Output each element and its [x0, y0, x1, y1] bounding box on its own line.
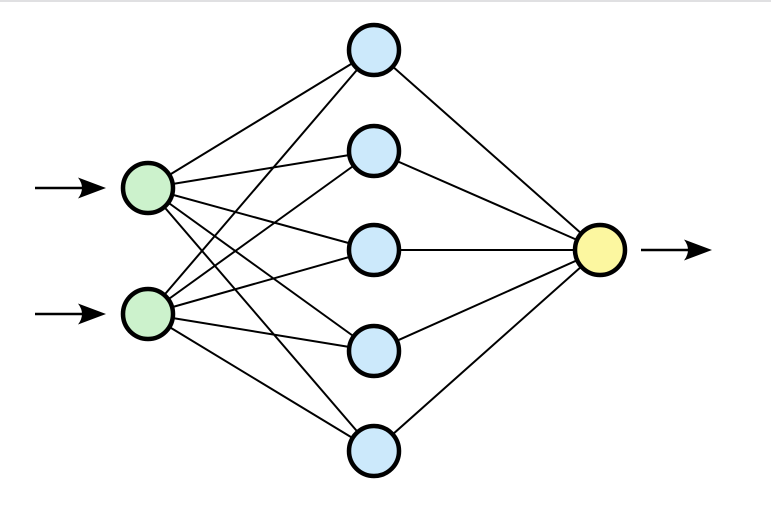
edge-input-2-hidden-5 — [147, 313, 375, 452]
input-arrow-2 — [35, 303, 106, 325]
edge-hidden-4-output-1 — [373, 249, 601, 352]
edge-hidden-5-output-1 — [373, 249, 601, 452]
edge-hidden-2-output-1 — [373, 150, 601, 251]
edge-input-1-hidden-3 — [147, 187, 375, 251]
edge-input-1-hidden-4 — [147, 187, 375, 352]
output-1-node — [572, 222, 628, 278]
input-arrow-2-head-icon — [78, 303, 106, 325]
edge-input-2-hidden-4 — [147, 313, 375, 352]
input-arrow-1-head-icon — [78, 177, 106, 199]
edge-input-1-hidden-1 — [147, 49, 375, 189]
edge-input-1-hidden-5 — [147, 187, 375, 452]
edge-input-2-hidden-1 — [147, 49, 375, 315]
output-arrow-head-icon — [684, 239, 712, 261]
top-border-line — [0, 0, 771, 2]
hidden-3-node — [346, 222, 402, 278]
edge-hidden-1-output-1 — [373, 49, 601, 251]
hidden-1-node — [346, 22, 402, 78]
hidden-5-node — [346, 423, 402, 479]
hidden-2-node — [346, 123, 402, 179]
input-arrow-1 — [35, 177, 106, 199]
edge-input-2-hidden-2 — [147, 150, 375, 315]
input-2-node — [120, 286, 176, 342]
output-arrow — [641, 239, 712, 261]
edge-input-1-hidden-2 — [147, 150, 375, 189]
hidden-4-node — [346, 323, 402, 379]
input-1-node — [120, 160, 176, 216]
edge-input-2-hidden-3 — [147, 249, 375, 315]
